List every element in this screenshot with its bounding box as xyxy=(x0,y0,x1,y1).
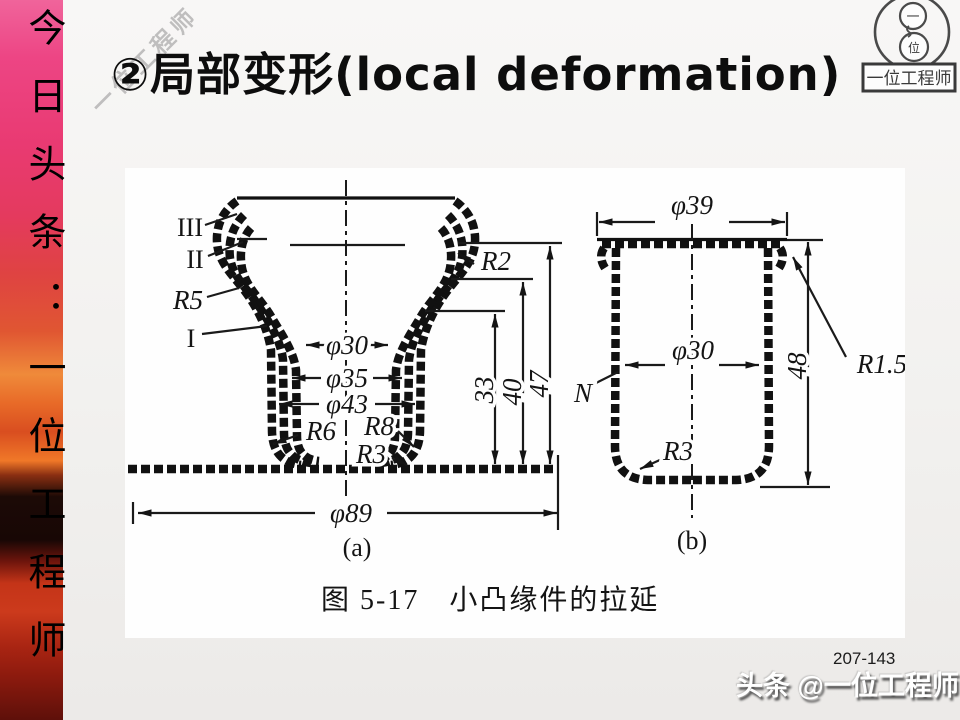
label-n: N xyxy=(573,378,594,408)
logo-name: 一位工程师 xyxy=(867,69,952,88)
sidebar-vertical-text: 今日头条：一位工程师 xyxy=(22,8,64,688)
label-stage-iii: III xyxy=(177,213,203,242)
logo-top-char: 一 xyxy=(906,9,919,24)
page-title: ②局部变形(local deformation) xyxy=(111,48,842,101)
label-r6: R6 xyxy=(305,416,336,446)
sub-label-a: (a) xyxy=(343,533,372,562)
figure-a-diameter-dims: φ30 φ35 φ43 φ89 xyxy=(131,327,560,532)
engineer-logo: 一 位 一位工程师 xyxy=(861,0,957,93)
label-r5: R5 xyxy=(172,285,203,315)
figure-a-labels: III II R5 I R2 R6 R8 R3 xyxy=(169,210,515,473)
dim-40: 40 xyxy=(497,378,527,406)
label-r8: R8 xyxy=(363,411,394,441)
figure-b: φ39 φ30 48 R1.5 R3 xyxy=(569,187,911,559)
flange-left-lip xyxy=(597,245,609,271)
figure-b-section-walls xyxy=(597,239,787,485)
dim-48: 48 xyxy=(782,352,812,380)
credit-text: 头条 @一位工程师 xyxy=(736,671,959,701)
page-number: 207-143 xyxy=(833,649,896,668)
dim-phi35: φ35 xyxy=(326,363,368,393)
label-r3-b: R3 xyxy=(662,436,693,466)
dim-phi89: φ89 xyxy=(330,498,372,528)
dim-phi30-a: φ30 xyxy=(326,330,368,360)
figure-a: φ30 φ35 φ43 φ89 xyxy=(128,180,562,565)
sidebar-sunset-image: 今日头条：一位工程师 xyxy=(0,0,64,720)
dim-phi39: φ39 xyxy=(671,190,713,220)
dim-phi30-b: φ30 xyxy=(672,335,714,365)
flange-right-lip xyxy=(775,245,787,271)
figure-b-dims: φ39 φ30 48 R1.5 R3 xyxy=(569,187,911,489)
sub-label-b: (b) xyxy=(677,526,707,555)
logo-name-box xyxy=(861,62,957,93)
label-stage-ii: II xyxy=(186,245,203,274)
logo-bottom-char: 位 xyxy=(908,40,920,55)
dim-47: 47 xyxy=(524,369,554,398)
label-r1-5: R1.5 xyxy=(856,349,905,379)
figure-a-stage-walls xyxy=(128,197,558,474)
label-stage-i: I xyxy=(187,324,196,353)
logo-bottom-circle xyxy=(898,31,930,63)
figure-5-17-drawing: φ30 φ35 φ43 φ89 xyxy=(128,180,911,565)
figure-a-height-dims: 33 40 47 xyxy=(425,241,562,464)
figure-5-17-panel: φ30 φ35 φ43 φ89 xyxy=(125,168,911,638)
dim-33: 33 xyxy=(469,377,499,405)
logo-squiggle xyxy=(906,25,912,38)
logo-top-circle xyxy=(898,1,928,31)
dim-phi43: φ43 xyxy=(326,389,368,419)
figure-caption: 图 5-17 小凸缘件的拉延 xyxy=(321,585,660,616)
label-r2: R2 xyxy=(480,246,511,276)
label-r3-a: R3 xyxy=(355,439,386,469)
